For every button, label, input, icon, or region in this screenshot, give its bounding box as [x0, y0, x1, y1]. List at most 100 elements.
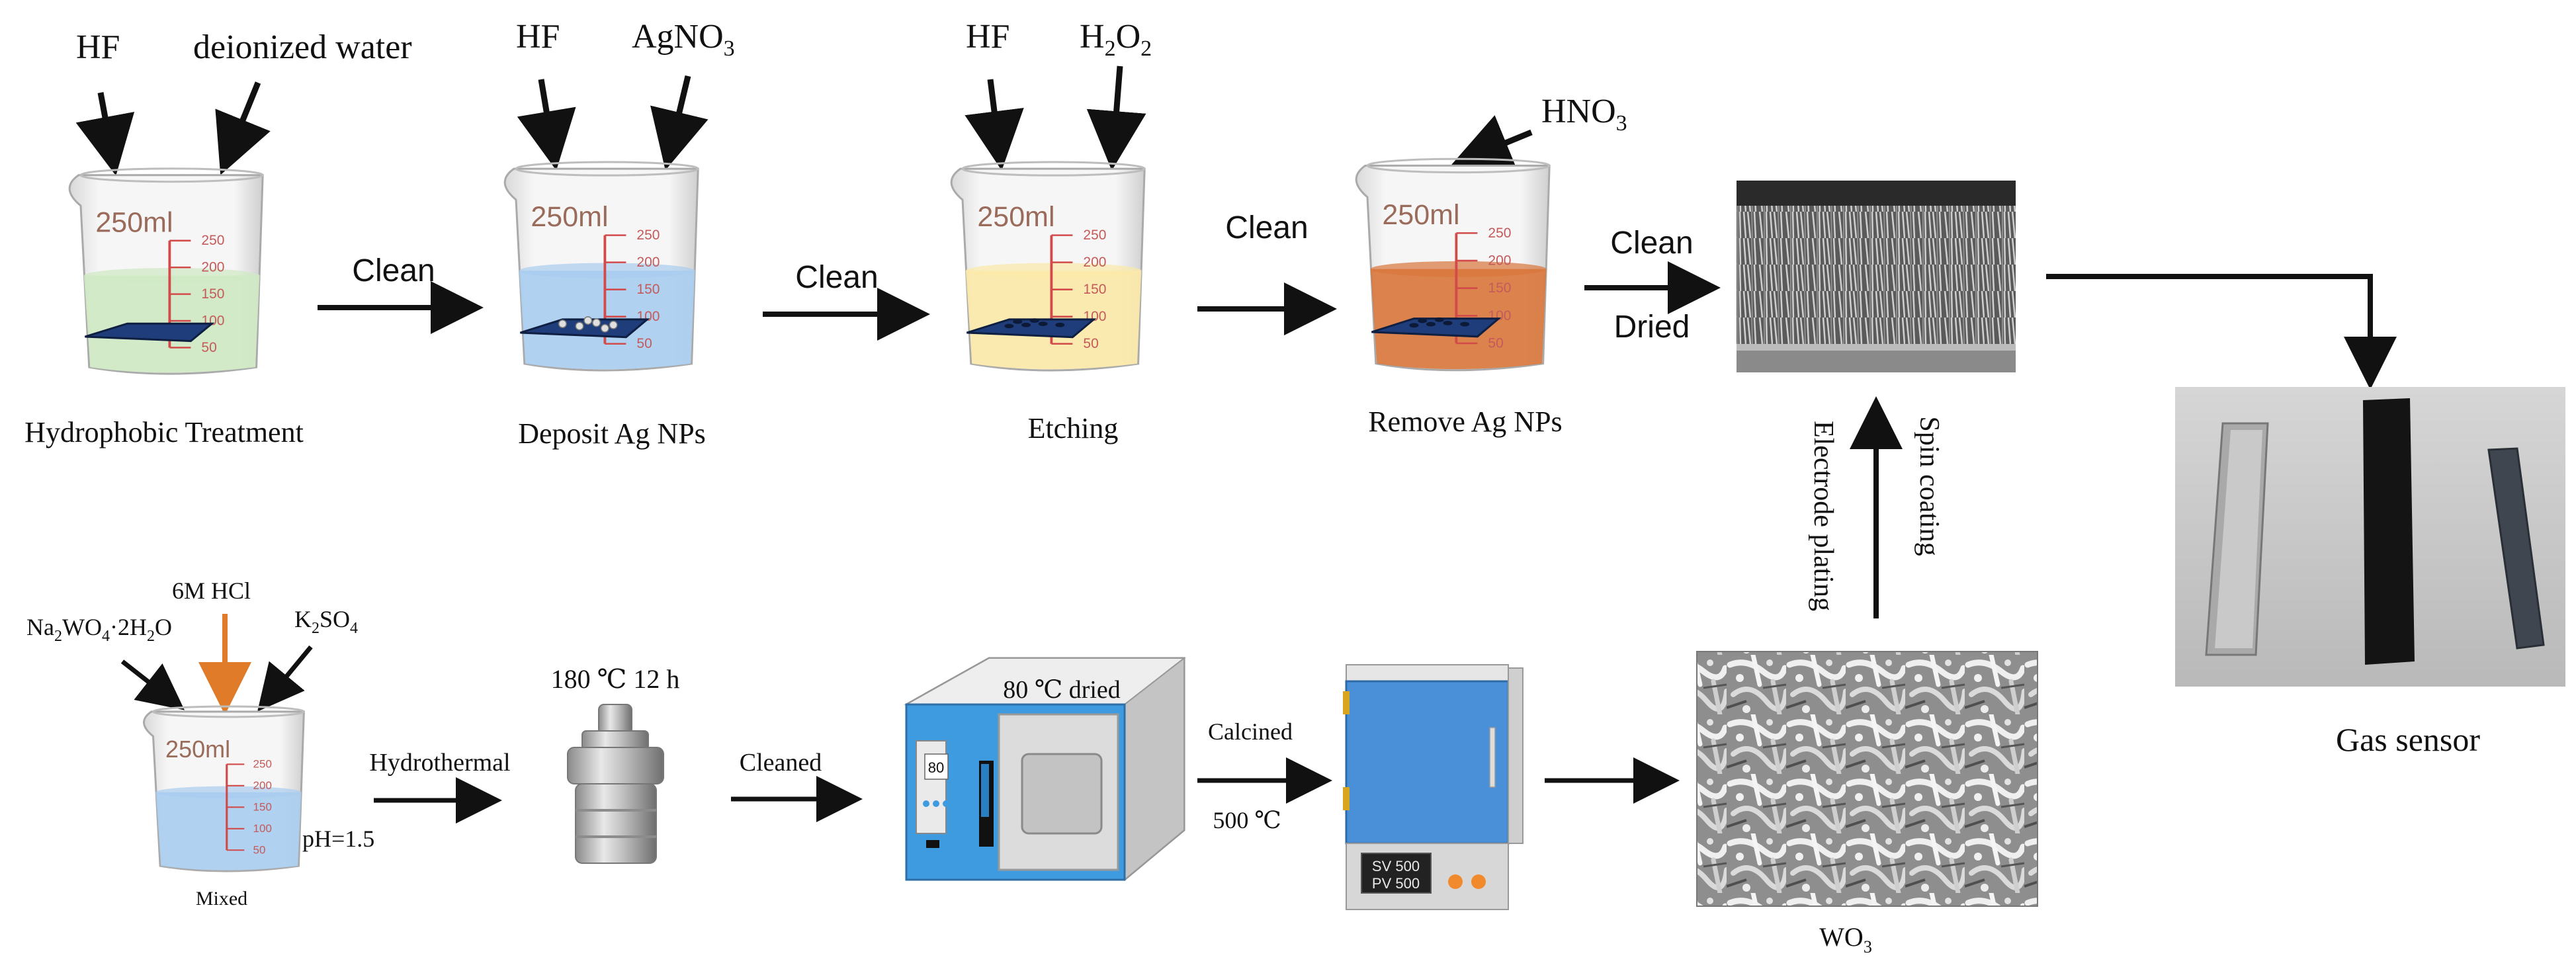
step-mixing: 6M HCl Na2WO4·2H2O K2SO4 250ml2502001501… [26, 577, 374, 910]
beaker-volume-label: 250ml [95, 207, 173, 239]
k2so4-label: K2SO4 [294, 606, 358, 637]
reagent-arrow [1086, 65, 1146, 171]
ag-nanoparticle [609, 320, 618, 329]
autoclave-condition-label: 180 ℃ 12 h [551, 664, 680, 694]
reagent-deionized-water-label: deionized water [193, 28, 412, 66]
reagent-hno3-label: HNO3 [1541, 93, 1627, 136]
small-sensor-strip [2487, 447, 2545, 650]
reagent-arrow [517, 79, 576, 171]
oven-display-value: 80 [928, 759, 944, 776]
scale-tick-label: 150 [253, 801, 272, 814]
scale-tick-label: 50 [253, 844, 266, 857]
scale-tick-label: 200 [1488, 253, 1511, 268]
scale-tick-label: 150 [201, 286, 224, 302]
arrow-cleaned: Cleaned [731, 749, 863, 822]
etched-pit [1443, 321, 1453, 325]
wo3-label: WO3 [1819, 922, 1872, 956]
reagent-hf-label: HF [516, 18, 560, 56]
liquid-surface [155, 786, 302, 799]
reagent-agno3-label: AgNO3 [632, 18, 735, 61]
beaker-liquid [155, 792, 302, 870]
silicon-wafer [84, 322, 215, 343]
beaker-volume-label: 250ml [165, 736, 230, 763]
liquid-surface [519, 263, 695, 278]
arrow-label: Clean [795, 260, 878, 295]
ag-nanoparticle [583, 316, 593, 325]
beaker-volume-label: 250ml [1382, 199, 1459, 231]
furnace-pv-readout: PV 500 [1372, 875, 1420, 892]
liquid-surface [1370, 261, 1547, 277]
scale-tick-label: 50 [636, 336, 652, 351]
scale-tick-label: 150 [636, 282, 660, 297]
beaker-rim [961, 161, 1146, 177]
reagent-arrow [215, 81, 271, 175]
wo3-sem-image [1696, 651, 2038, 907]
furnace-sv-readout: SV 500 [1372, 858, 1420, 874]
scale-tick-label: 50 [201, 340, 216, 355]
etched-pit [1004, 323, 1014, 329]
arrow-clean-2: Clean [763, 260, 930, 341]
drying-oven-icon: 80 80 ℃ dried [904, 656, 1186, 882]
ag-nanoparticle [592, 318, 601, 327]
reagent-arrow [650, 75, 708, 171]
arrow-label: Clean [352, 253, 435, 288]
spin-coating-label: Spin coating [1914, 416, 1944, 556]
hcl-label: 6M HCl [172, 577, 251, 604]
step-label: Remove Ag NPs [1368, 405, 1562, 438]
arrow-calcined: Calcined 500 ℃ [1197, 718, 1332, 833]
beaker-rim [79, 167, 264, 183]
beaker-volume-label: 250ml [977, 201, 1054, 233]
liquid-surface [83, 268, 260, 284]
scale-tick-label: 150 [1488, 280, 1511, 296]
arrow-label: Dried [1614, 310, 1690, 345]
scale-tick-label: 250 [636, 228, 660, 243]
scale-tick-label: 50 [1083, 336, 1098, 351]
etched-pit [1038, 321, 1048, 326]
gas-sensor-label: Gas sensor [2336, 721, 2480, 758]
scale-tick-label: 250 [253, 758, 272, 771]
etched-pit [1434, 317, 1444, 322]
calcination-temperature-label: 500 ℃ [1213, 807, 1281, 833]
etched-pit [1021, 322, 1031, 327]
etched-pit [1418, 318, 1428, 323]
na2wo4-label: Na2WO4·2H2O [26, 614, 172, 645]
reagent-h2o2-label: H2O2 [1080, 18, 1152, 61]
scale-tick-label: 50 [1488, 335, 1503, 351]
mixed-label: Mixed [196, 888, 247, 910]
beaker-rim [152, 705, 305, 718]
beaker-rim [1366, 157, 1551, 174]
arrow-label: Hydrothermal [369, 749, 510, 777]
scale-tick-label: 150 [1083, 282, 1106, 297]
arrow-hydrothermal: Hydrothermal [369, 749, 511, 824]
scale-tick-label: 100 [253, 822, 272, 835]
etched-pit [1013, 319, 1023, 324]
arrow-label: Clean [1225, 210, 1308, 245]
gas-sensor-photo [2175, 387, 2565, 687]
arrow-clean-3: Clean [1197, 210, 1337, 335]
ag-nanoparticle [575, 321, 584, 331]
bare-electrode-highlight [2215, 430, 2262, 648]
scale-tick-label: 250 [201, 233, 224, 248]
arrow-label: Calcined [1208, 718, 1293, 745]
step-label: Hydrophobic Treatment [24, 416, 304, 448]
liquid-surface [965, 263, 1142, 278]
ph-label: pH=1.5 [302, 825, 374, 852]
ag-nanoparticle [600, 323, 609, 333]
etched-pit [1409, 323, 1419, 328]
scale-tick-label: 200 [1083, 255, 1106, 270]
etched-pit [1029, 318, 1039, 323]
reagent-arrow [120, 659, 185, 710]
reagent-arrow [75, 92, 135, 176]
reagent-arrow [257, 645, 313, 712]
reagent-hf-label: HF [76, 28, 120, 66]
arrow-label: Cleaned [740, 749, 822, 777]
scale-tick-label: 250 [1488, 226, 1511, 241]
